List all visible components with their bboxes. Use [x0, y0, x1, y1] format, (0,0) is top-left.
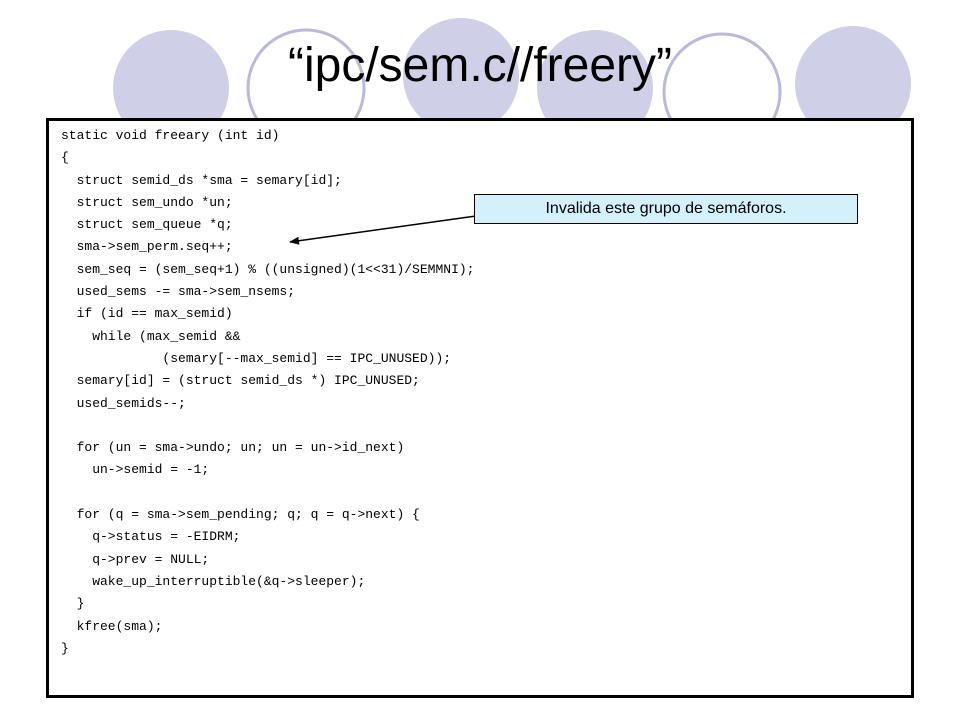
code-line: wake_up_interruptible(&q->sleeper); [61, 573, 366, 589]
code-line [61, 482, 474, 504]
code-line: static void freeary (int id) [61, 128, 280, 143]
code-line: q->prev = NULL; [61, 551, 210, 567]
decor-circle-6 [795, 26, 911, 142]
code-line: sem_seq = (sem_seq+1) % ((unsigned)(1<<3… [61, 261, 475, 277]
decor-circle-3 [403, 18, 519, 134]
code-line: kfree(sma); [61, 618, 163, 634]
code-line: while (max_semid && [61, 328, 241, 344]
code-line: struct semid_ds *sma = semary[id]; [61, 172, 342, 188]
slide-title: “ipc/sem.c//freery” [287, 39, 673, 92]
code-line: struct sem_undo *un; [61, 194, 233, 210]
code-line: semary[id] = (struct semid_ds *) IPC_UNU… [61, 373, 420, 389]
callout-box: Invalida este grupo de semáforos. [474, 194, 858, 224]
code-line: sma->sem_perm.seq++; [61, 239, 233, 255]
code-line: for (q = sma->sem_pending; q; q = q->nex… [61, 507, 420, 523]
code-line: struct sem_queue *q; [61, 217, 233, 233]
code-block: static void freeary (int id) { struct sem… [61, 125, 474, 660]
code-line: (semary[--max_semid] == IPC_UNUSED)); [61, 350, 452, 366]
code-line: } [61, 640, 69, 656]
code-line: { [61, 150, 69, 166]
code-line: for (un = sma->undo; un; un = un->id_nex… [61, 440, 405, 456]
code-line: q->status = -EIDRM; [61, 529, 241, 545]
code-line: used_semids--; [61, 395, 186, 411]
code-line: used_sems -= sma->sem_nsems; [61, 284, 296, 300]
decor-circle-1 [113, 30, 229, 146]
decor-circle-4 [537, 30, 653, 146]
code-line: un->semid = -1; [61, 462, 210, 478]
code-line: } [61, 596, 85, 612]
code-line: if (id == max_semid) [61, 306, 233, 322]
code-line [61, 415, 474, 437]
